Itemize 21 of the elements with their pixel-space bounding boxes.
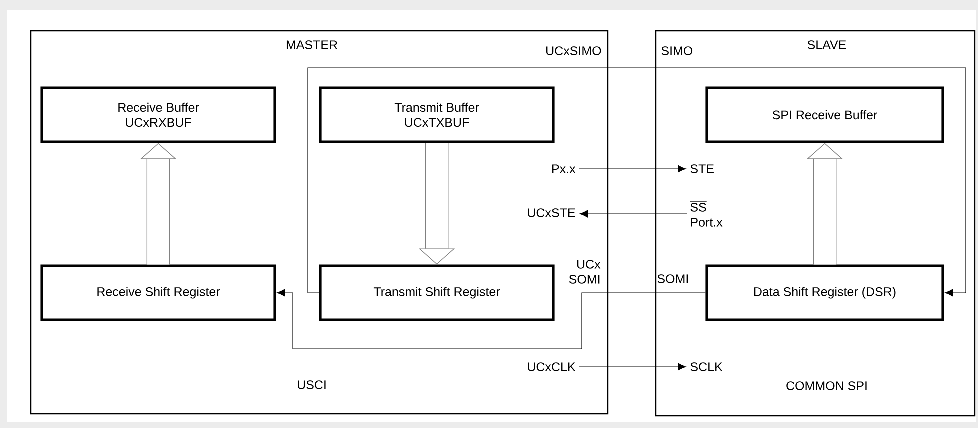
pin-label: SOMI [658,274,688,284]
buffer-box: Transmit Buffer UCxTXBUF [319,86,555,144]
signal-arrow [580,210,688,218]
buffer-box: SPI Receive Buffer [706,86,944,144]
register-box: Transmit Shift Register [319,264,555,322]
pin-label: UCxCLK [528,362,576,372]
signal-arrow [578,165,686,173]
signal-arrow [308,68,966,297]
pin-label: Px.x [552,164,576,174]
pin-label: UCxSTE [528,208,576,218]
buffer-box: Receive Buffer UCxRXBUF [40,86,276,144]
register-box: Data Shift Register (DSR) [706,264,944,322]
register-box: Receive Shift Register [40,264,276,322]
signal-arrow [578,363,686,371]
pin-label: UCxSIMO [546,46,602,56]
pin-label: UCx SOMI [569,260,601,284]
pin-label: STE [690,164,714,174]
signal-arrow [277,289,706,350]
pin-label: SIMO [662,46,693,56]
pin-label: SS Port.x [690,201,723,227]
pin-label: SCLK [690,362,723,372]
